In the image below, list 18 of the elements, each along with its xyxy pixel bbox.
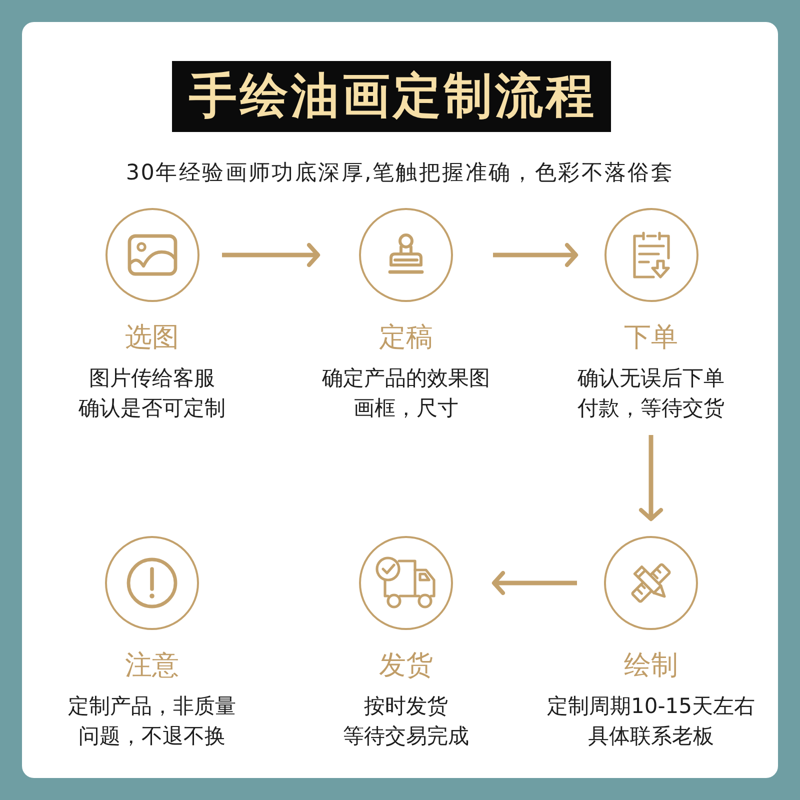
- step-title: 定稿: [379, 321, 433, 355]
- step-description: 确认无误后下单付款，等待交货: [578, 365, 724, 422]
- step-title: 下单: [624, 321, 678, 355]
- step-description: 定制周期10-15天左右具体联系老板: [546, 693, 756, 750]
- step-description: 图片传给客服确认是否可定制: [78, 365, 226, 422]
- step-title: 绘制: [624, 649, 678, 683]
- arrow: [222, 242, 320, 268]
- subtitle: 30年经验画师功底深厚,笔触把握准确，色彩不落俗套: [126, 160, 674, 186]
- arrow: [493, 242, 578, 268]
- step-title: 选图: [125, 321, 179, 355]
- step-title: 发货: [379, 649, 433, 683]
- arrow: [492, 570, 577, 596]
- step-description: 确定产品的效果图画框，尺寸: [322, 365, 490, 422]
- step-description: 定制产品，非质量问题，不退不换: [68, 693, 236, 750]
- step-description: 按时发货等待交易完成: [343, 693, 469, 750]
- step-title: 注意: [125, 649, 179, 683]
- arrow: [638, 435, 664, 522]
- title-banner: 手绘油画定制流程: [172, 61, 611, 132]
